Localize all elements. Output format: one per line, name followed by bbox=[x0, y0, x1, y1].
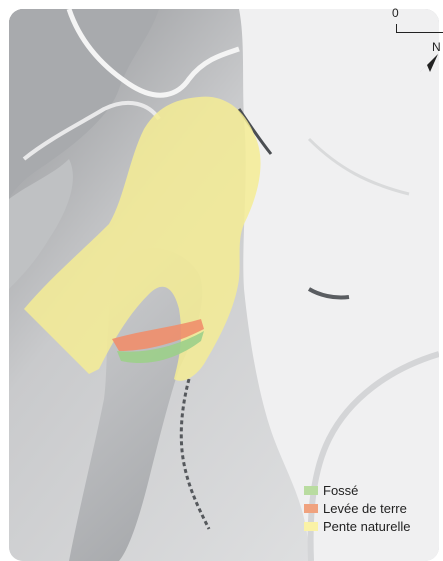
lidar-relief-map bbox=[9, 9, 439, 561]
trail-north bbox=[66, 9, 240, 98]
legend-swatch-slope bbox=[304, 521, 318, 531]
legend-swatch-bank bbox=[304, 503, 318, 513]
legend-item-ditch: Fossé bbox=[304, 481, 443, 499]
scale-bar-line bbox=[396, 24, 443, 33]
earth-bank-overlay bbox=[112, 319, 204, 351]
plateau-track bbox=[307, 137, 410, 196]
ditch-overlay bbox=[117, 331, 204, 363]
southern-spur bbox=[69, 248, 203, 561]
scale-zero-label: 0 bbox=[392, 6, 399, 20]
plateau-area bbox=[239, 9, 439, 561]
legend-swatch-ditch bbox=[304, 485, 318, 495]
legend-label-slope: Pente naturelle bbox=[323, 518, 411, 534]
north-arrow-icon bbox=[420, 54, 438, 72]
plateau-road bbox=[307, 351, 439, 561]
scarp-line bbox=[179, 378, 211, 530]
trail-west bbox=[22, 100, 161, 161]
gully-east bbox=[307, 287, 350, 300]
scarp-north bbox=[237, 108, 273, 155]
legend-label-bank: Levée de terre bbox=[323, 500, 407, 516]
legend-item-bank: Levée de terre bbox=[304, 499, 443, 517]
natural-slope-overlay bbox=[24, 96, 261, 381]
map-legend: Fossé Levée de terre Pente naturelle bbox=[304, 481, 443, 535]
legend-item-slope: Pente naturelle bbox=[304, 517, 443, 535]
legend-label-ditch: Fossé bbox=[323, 482, 359, 498]
relief-map-svg bbox=[9, 9, 439, 561]
scale-bar: 0 bbox=[388, 6, 443, 46]
west-slope bbox=[9, 159, 73, 289]
northwest-slope bbox=[9, 9, 159, 199]
north-arrow: N bbox=[418, 40, 443, 76]
north-label: N bbox=[432, 40, 441, 54]
